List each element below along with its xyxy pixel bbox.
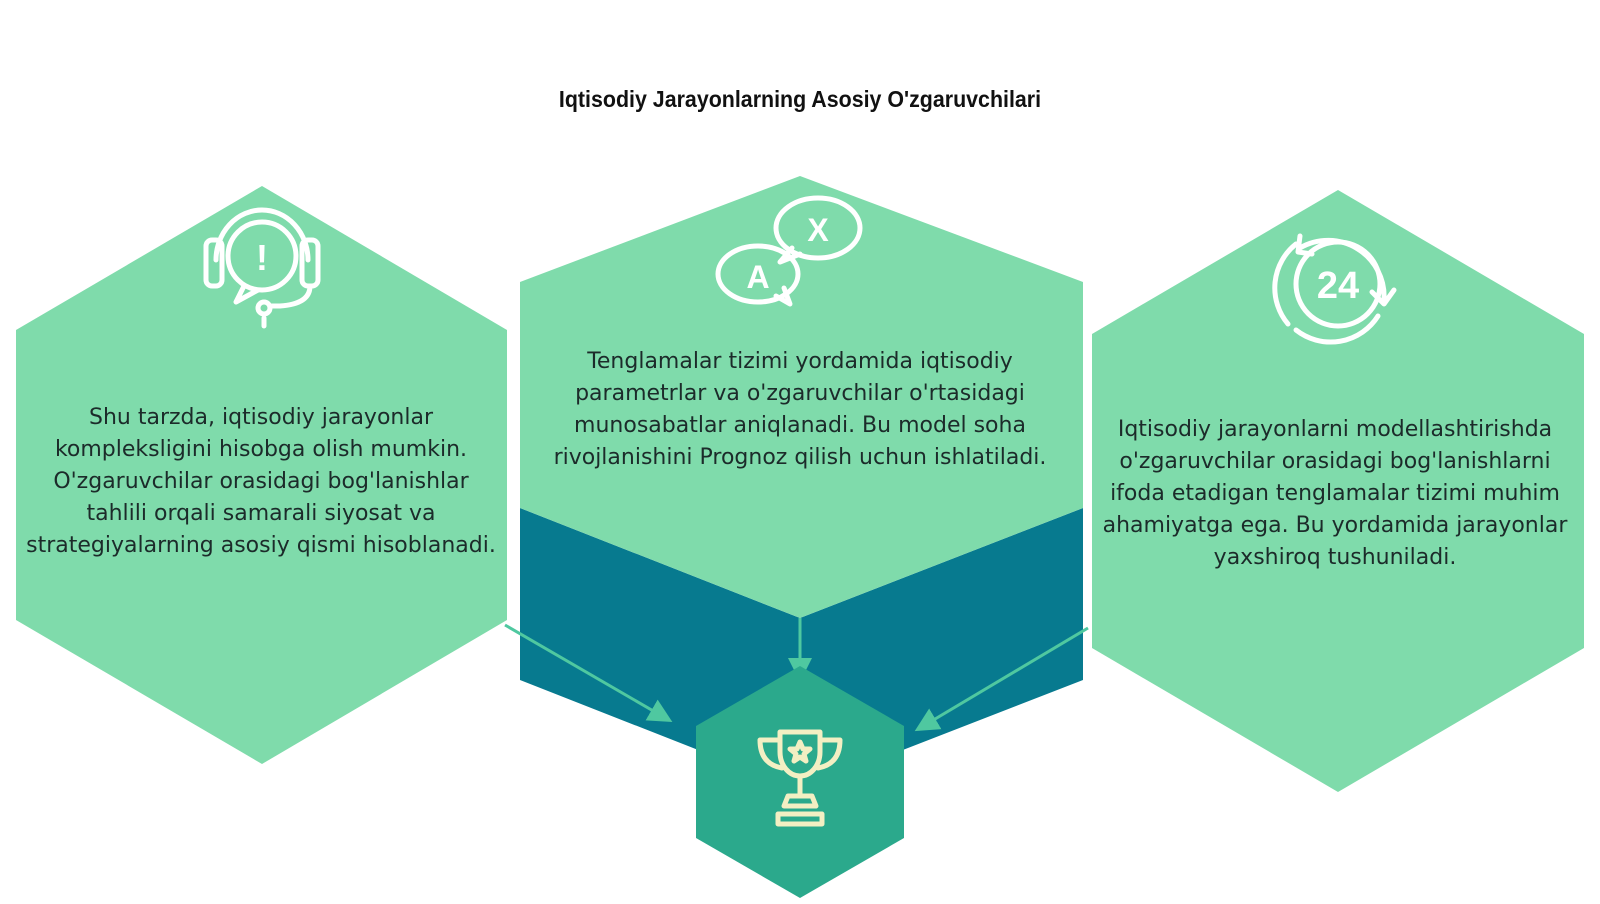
card-left-text: Shu tarzda, iqtisodiy jarayonlar komplek… [26, 405, 496, 558]
headset-alert-mark: ! [256, 237, 268, 278]
translate-speech-icon [715, 195, 863, 307]
headset-alert-icon [203, 207, 321, 329]
translate-letter-a: A [746, 259, 769, 295]
card-right-text: Iqtisodiy jarayonlarni modellashtirishda… [1102, 417, 1568, 570]
hexagon-right [1092, 190, 1584, 792]
hexagon-center [520, 176, 1083, 618]
card-center-text: Tenglamalar tizimi yordamida iqtisodiy p… [553, 349, 1047, 470]
arrow-left-to-center [504, 623, 673, 723]
diagram-title: Iqtisodiy Jarayonlarning Asosiy O'zgaruv… [558, 86, 1042, 112]
24-hours-icon [1272, 233, 1397, 345]
arrow-right-to-center [914, 626, 1089, 732]
trophy-icon [757, 729, 843, 827]
24-hours-label: 24 [1317, 265, 1359, 307]
translate-letter-x: X [807, 212, 829, 248]
hexagon-left [16, 186, 507, 764]
